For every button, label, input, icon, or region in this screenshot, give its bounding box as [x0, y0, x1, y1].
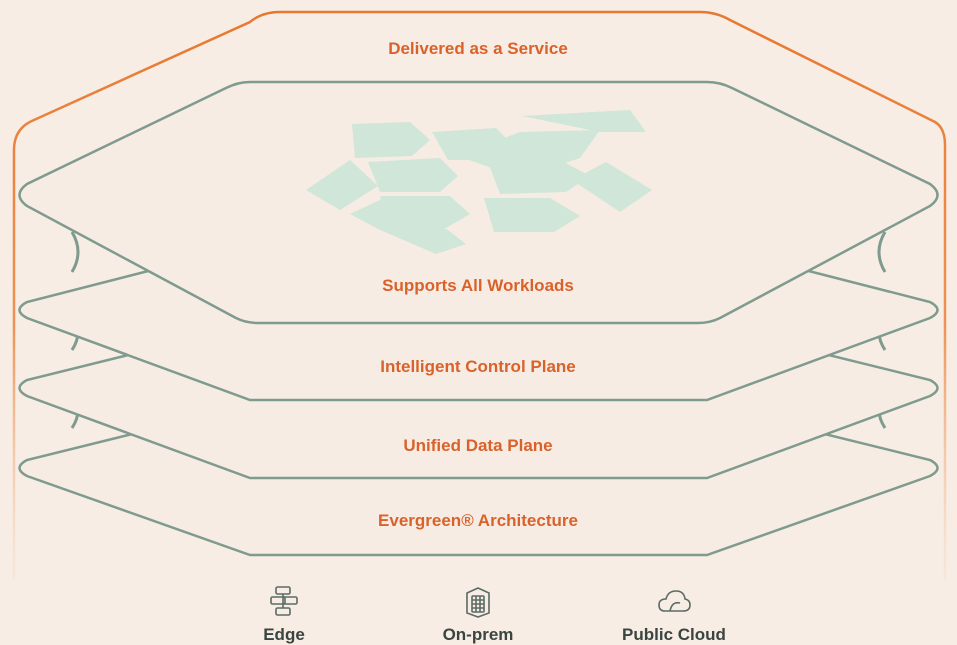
workload-tile	[352, 122, 430, 158]
layer-label-control: Intelligent Control Plane	[380, 357, 576, 376]
environment-label: Edge	[263, 625, 305, 644]
environment-label: Public Cloud	[622, 625, 726, 644]
workload-tile	[306, 160, 378, 210]
cloud-icon	[658, 590, 691, 612]
layer-workloads	[18, 80, 939, 325]
on-prem-icon	[466, 587, 490, 618]
edge-icon	[270, 586, 298, 616]
layer-label-data: Unified Data Plane	[403, 436, 552, 455]
environment-public-cloud: Public Cloud	[604, 585, 744, 645]
outer-service-boundary	[12, 10, 947, 580]
environment-label: On-prem	[442, 625, 514, 644]
workload-tile	[350, 198, 466, 254]
workload-tile	[572, 162, 652, 212]
environment-edge: Edge	[214, 585, 354, 645]
workload-tile	[368, 158, 458, 192]
workload-tiles	[306, 110, 652, 254]
outer-service-label: Delivered as a Service	[388, 39, 568, 58]
layer-label-evergreen: Evergreen® Architecture	[378, 511, 578, 530]
workload-tile	[484, 198, 580, 232]
environment-on-prem: On-prem	[408, 585, 548, 645]
workload-tile	[522, 110, 646, 132]
layer-label-workloads: Supports All Workloads	[382, 276, 574, 295]
workload-tile	[488, 160, 590, 194]
